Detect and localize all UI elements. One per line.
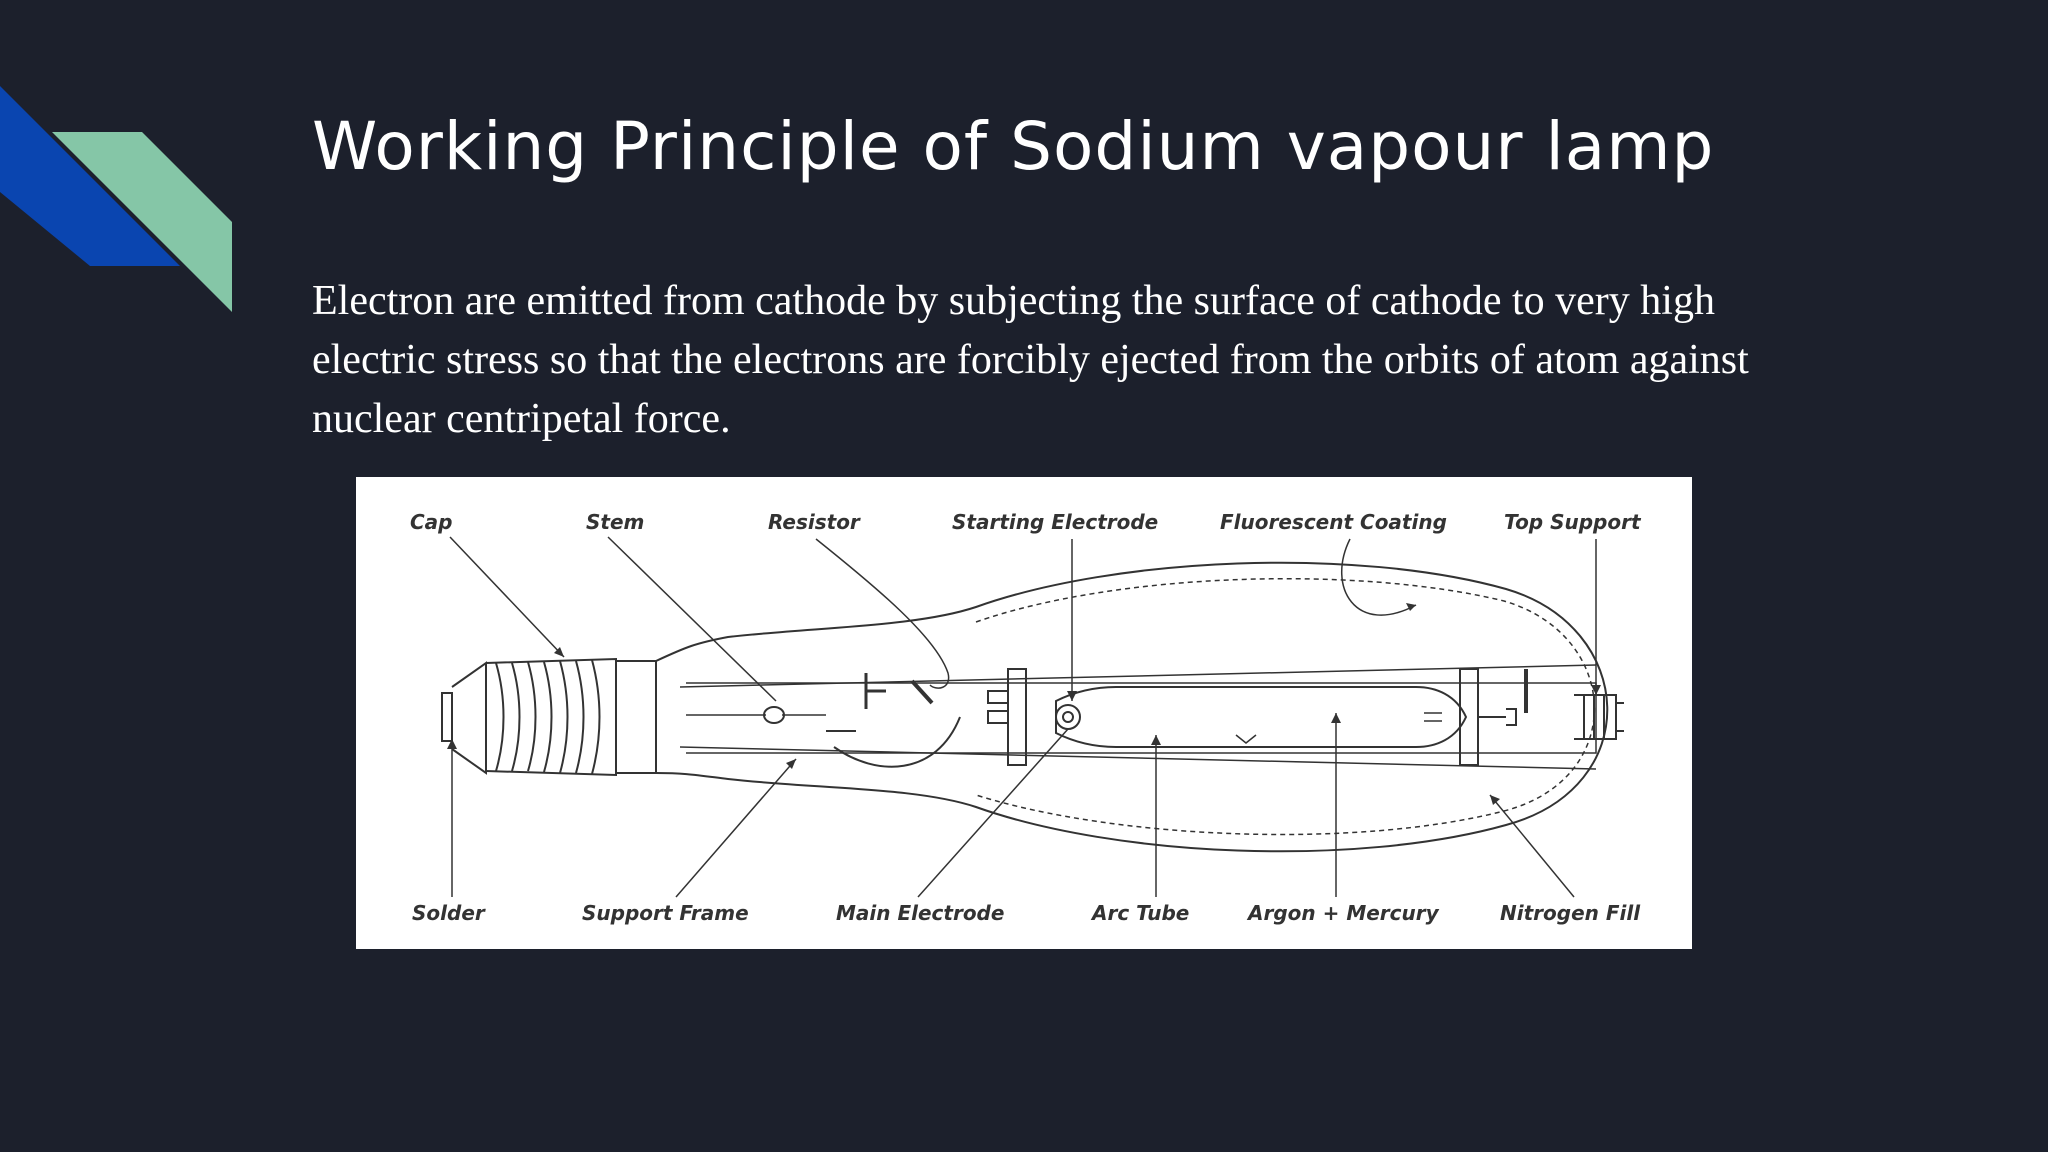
top-support xyxy=(1574,694,1624,740)
main-electrode xyxy=(1055,704,1081,730)
label-arc-tube: Arc Tube xyxy=(1090,901,1189,925)
arc-tube xyxy=(1055,686,1468,748)
label-nitrogen-fill: Nitrogen Fill xyxy=(1500,901,1641,925)
label-resistor: Resistor xyxy=(768,510,861,534)
label-cap: Cap xyxy=(410,510,453,534)
fluorescent-coating xyxy=(975,577,1596,836)
upper-electrode xyxy=(1424,712,1442,722)
slide-body-text: Electron are emitted from cathode by sub… xyxy=(312,278,1749,442)
leader-arrowheads xyxy=(447,603,1601,805)
outer-bulb xyxy=(655,561,1609,853)
resistor-part xyxy=(864,673,886,709)
sodium-lamp-drawing: Cap Stem Resistor Starting Electrode Flu… xyxy=(410,510,1642,925)
inner-frame xyxy=(686,682,1597,754)
lower-connector-2 xyxy=(987,710,1009,724)
resistor-element xyxy=(910,679,934,705)
stem-bead xyxy=(763,706,785,724)
cap-contact xyxy=(441,692,453,742)
starting-electrode-tip xyxy=(1062,711,1074,723)
lamp-diagram: Cap Stem Resistor Starting Electrode Flu… xyxy=(356,477,1692,949)
upper-clip xyxy=(1506,708,1517,726)
label-starting-electrode: Starting Electrode xyxy=(952,510,1158,534)
label-fluorescent-coating: Fluorescent Coating xyxy=(1220,510,1447,534)
label-support-frame: Support Frame xyxy=(582,901,749,925)
label-top-support: Top Support xyxy=(1504,510,1642,534)
arc-tube-mark xyxy=(1235,734,1257,744)
support-frame-rail-bottom xyxy=(679,746,1597,770)
cap-insulator xyxy=(451,661,487,775)
lower-connector-1 xyxy=(987,690,1009,704)
leader-lines xyxy=(449,536,1597,898)
accent-green-stripe xyxy=(52,132,232,312)
label-stem: Stem xyxy=(586,510,644,534)
corner-accent-graphic xyxy=(0,86,232,312)
accent-blue-stripe xyxy=(0,86,180,266)
slide-title: Working Principle of Sodium vapour lamp xyxy=(312,108,1715,185)
label-argon-mercury: Argon + Mercury xyxy=(1246,901,1440,925)
label-solder: Solder xyxy=(412,901,486,925)
label-main-electrode: Main Electrode xyxy=(836,901,1004,925)
resistor-wire xyxy=(833,716,961,768)
screw-base xyxy=(485,657,657,777)
